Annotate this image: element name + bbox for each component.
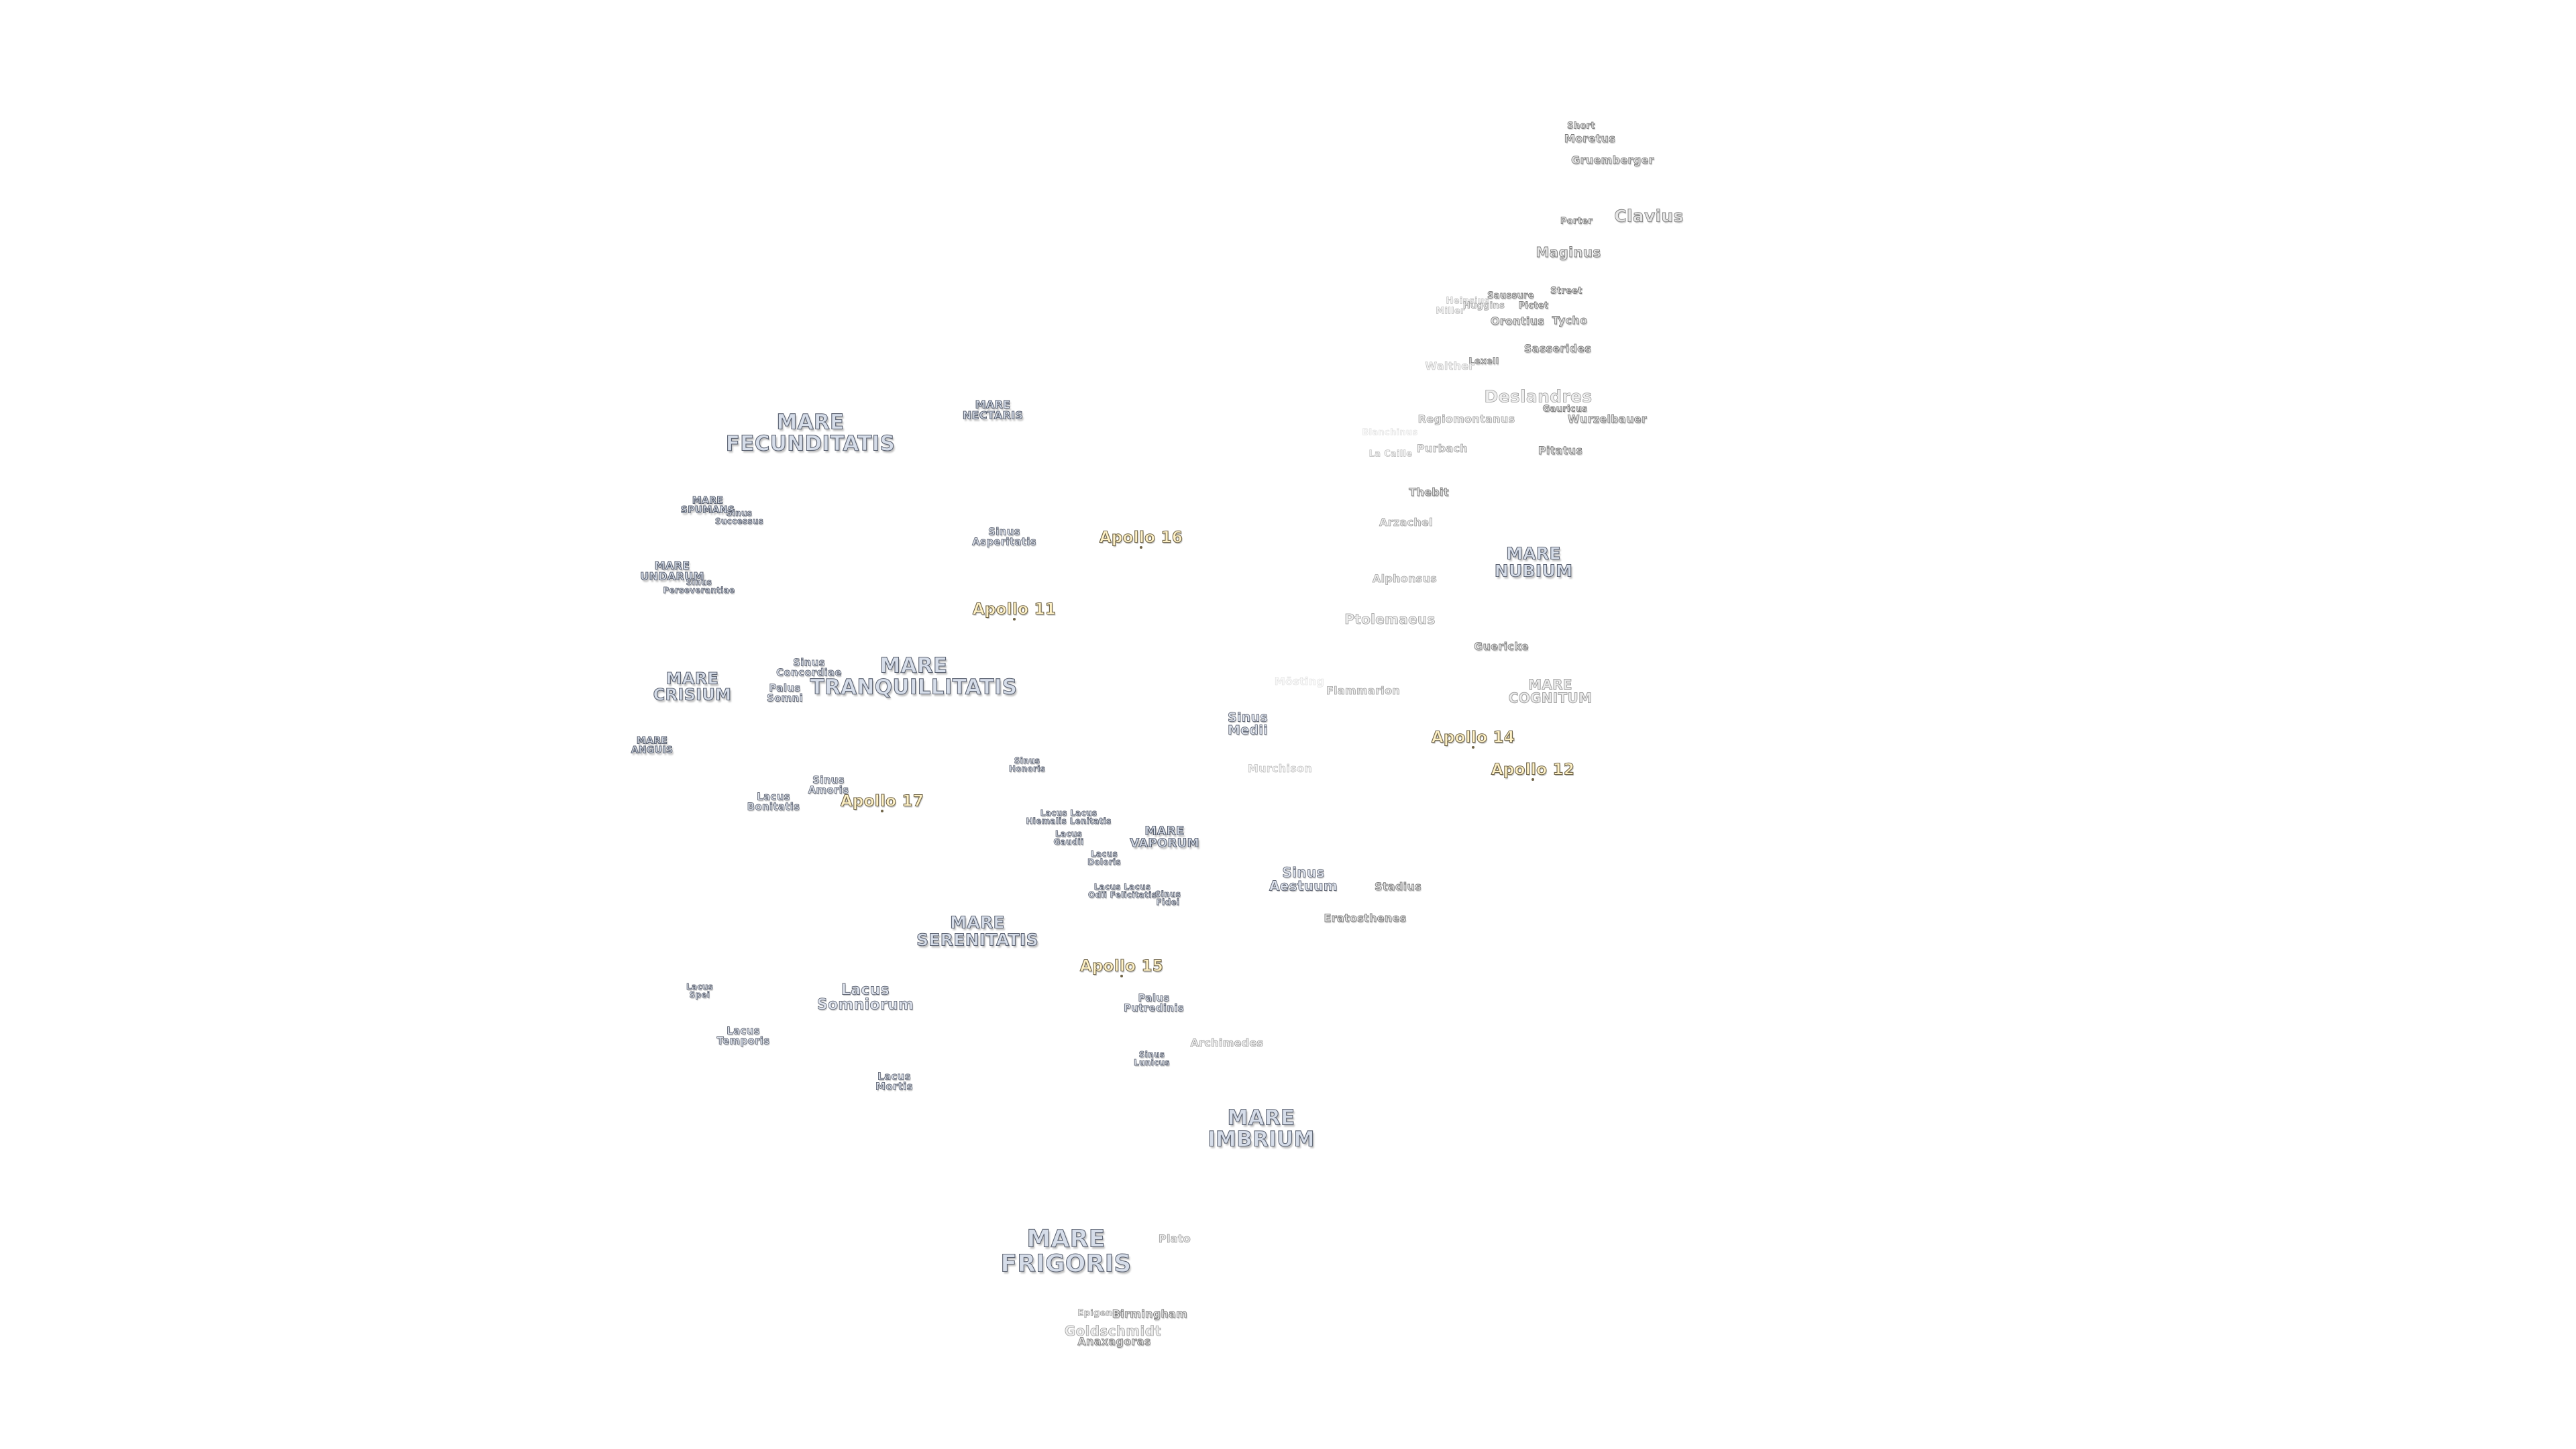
mare-fecunditatis-label: MARE FECUNDITATIS bbox=[725, 410, 896, 455]
crater-walther-label: Walther bbox=[1425, 359, 1474, 372]
crater-sasserides-label: Sasserides bbox=[1523, 341, 1592, 355]
sinus-fidei-label: Sinus Fidei bbox=[1155, 889, 1181, 907]
mare-nectaris-label: MARE NECTARIS bbox=[962, 398, 1024, 422]
crater-murchison-label: Murchison bbox=[1247, 761, 1313, 775]
lacus-odii-label: Lacus Lacus Odii Felicitatis bbox=[1087, 881, 1157, 900]
crater-regiomontanus-label: Regiomontanus bbox=[1417, 412, 1515, 425]
crater-tycho-label: Tycho bbox=[1552, 313, 1588, 327]
crater-thebit-label: Thebit bbox=[1409, 485, 1449, 498]
crater-archimedes-label: Archimedes bbox=[1190, 1036, 1264, 1049]
apollo-11-label[interactable]: Apollo 11 bbox=[972, 600, 1057, 619]
palus-putredinis-label: Palus Putredinis bbox=[1123, 991, 1185, 1014]
sinus-successus-label: Sinus Successus bbox=[714, 508, 764, 526]
sinus-medii-label: Sinus Medii bbox=[1227, 710, 1269, 738]
crater-wurzelbauer-label: Wurzelbauer bbox=[1567, 412, 1648, 425]
apollo-16-marker[interactable] bbox=[1140, 546, 1142, 549]
crater-maginus-label: Maginus bbox=[1536, 244, 1601, 260]
lacus-bonitatis-label: Lacus Bonitatis bbox=[747, 790, 800, 813]
crater-mosting-label: Mösting bbox=[1274, 674, 1325, 688]
mare-nubium-label: MARE NUBIUM bbox=[1494, 543, 1573, 580]
crater-porter-label: Porter bbox=[1560, 216, 1593, 227]
crater-clavius-label: Clavius bbox=[1614, 206, 1684, 226]
sinus-asperitatis-label: Sinus Asperitatis bbox=[972, 525, 1036, 548]
crater-epigenes-label: Epigenes bbox=[1077, 1308, 1124, 1319]
apollo-15-marker[interactable] bbox=[1120, 975, 1123, 977]
crater-short-label: Short bbox=[1567, 121, 1595, 131]
crater-blanchinus-label: Blanchinus bbox=[1362, 427, 1418, 438]
apollo-16-label[interactable]: Apollo 16 bbox=[1099, 529, 1183, 547]
crater-guericke-label: Guericke bbox=[1474, 639, 1529, 653]
crater-pitatus-label: Pitatus bbox=[1538, 443, 1583, 457]
mare-undarum-label: MARE UNDARUM bbox=[640, 559, 704, 583]
crater-eratosthenes-label: Eratosthenes bbox=[1324, 911, 1407, 924]
crater-moretus-label: Moretus bbox=[1564, 131, 1616, 145]
sinus-aestuum-label: Sinus Aestuum bbox=[1269, 864, 1338, 894]
lacus-temporis-label: Lacus Temporis bbox=[716, 1024, 770, 1047]
palus-somni-label: Palus Somni bbox=[766, 682, 804, 704]
crater-gauricus-label: Gauricus bbox=[1542, 404, 1588, 415]
mare-cognitum-label: MARE COGNITUM bbox=[1508, 676, 1593, 706]
apollo-17-label[interactable]: Apollo 17 bbox=[840, 792, 924, 810]
crater-heinsius-label: Heinsius bbox=[1446, 296, 1490, 307]
mare-serenitatis-label: MARE SERENITATIS bbox=[916, 912, 1039, 949]
crater-orontius-label: Orontius bbox=[1490, 314, 1545, 327]
apollo-14-label[interactable]: Apollo 14 bbox=[1431, 729, 1515, 747]
sinus-concordiae-label: Sinus Concordiae bbox=[776, 656, 842, 679]
apollo-14-marker[interactable] bbox=[1472, 746, 1474, 749]
sinus-perseverantiae-label: Sinus Perseverantiae bbox=[663, 577, 735, 595]
lacus-gaudii-label: Lacus Gaudii bbox=[1053, 828, 1084, 847]
crater-gruemberger-label: Gruemberger bbox=[1571, 153, 1654, 166]
crater-alphonsus-label: Alphonsus bbox=[1372, 572, 1438, 585]
crater-arzachel-label: Arzachel bbox=[1379, 515, 1434, 529]
apollo-15-label[interactable]: Apollo 15 bbox=[1079, 957, 1164, 975]
crater-lacaille-label: La Caille bbox=[1368, 449, 1413, 460]
mare-imbrium-label: MARE IMBRIUM bbox=[1208, 1106, 1315, 1151]
lacus-mortis-label: Lacus Mortis bbox=[875, 1070, 913, 1093]
mare-spumans-label: MARE SPUMANS bbox=[680, 495, 735, 516]
crater-purbach-label: Purbach bbox=[1416, 441, 1468, 455]
apollo-11-marker[interactable] bbox=[1013, 618, 1016, 621]
sinus-honoris-label: Sinus Honoris bbox=[1008, 755, 1046, 773]
crater-deslandres-label: Deslandres bbox=[1484, 386, 1593, 407]
mare-frigoris-label: MARE FRIGORIS bbox=[1000, 1225, 1132, 1277]
crater-anaxagoras-label: Anaxagoras bbox=[1077, 1334, 1151, 1348]
mare-anguis-label: MARE ANGUIS bbox=[631, 735, 674, 756]
crater-goldschmidt-label: Goldschmidt bbox=[1064, 1322, 1162, 1339]
mare-crisium-label: MARE CRISIUM bbox=[653, 669, 732, 704]
crater-stadius-label: Stadius bbox=[1375, 879, 1422, 893]
sinus-amoris-label: Sinus Amoris bbox=[808, 773, 849, 796]
crater-nasireddin-label: Huggins bbox=[1462, 301, 1505, 311]
lacus-hiemalis-label: Lacus Lacus Hiemalis Lenitatis bbox=[1026, 808, 1112, 826]
crater-plato-label: Plato bbox=[1158, 1232, 1191, 1245]
lacus-somniorum-label: Lacus Somniorum bbox=[816, 981, 914, 1014]
crater-ptolemaeus-label: Ptolemaeus bbox=[1344, 610, 1436, 627]
apollo-17-marker[interactable] bbox=[881, 810, 883, 812]
apollo-12-marker[interactable] bbox=[1532, 778, 1534, 781]
crater-flammarion-label: Flammarion bbox=[1326, 684, 1401, 697]
sinus-lunicus-label: Sinus Lunicus bbox=[1134, 1049, 1170, 1067]
crater-street-label: Street bbox=[1550, 286, 1582, 297]
crater-pictet-label: Pictet bbox=[1518, 301, 1549, 311]
lacus-spei-label: Lacus Spei bbox=[686, 981, 714, 1000]
mare-vaporum-label: MARE VAPORUM bbox=[1130, 824, 1199, 851]
crater-birmingham-label: Birmingham bbox=[1112, 1307, 1188, 1320]
mare-tranquillitatis-label: MARE TRANQUILLITATIS bbox=[810, 653, 1018, 699]
apollo-12-label[interactable]: Apollo 12 bbox=[1491, 761, 1575, 779]
crater-lexell-label: Lexell bbox=[1468, 356, 1499, 367]
lacus-doloris-label: Lacus Doloris bbox=[1087, 849, 1121, 867]
crater-saussure-label: Saussure bbox=[1487, 290, 1534, 301]
crater-miller-label: Miller bbox=[1436, 306, 1465, 317]
